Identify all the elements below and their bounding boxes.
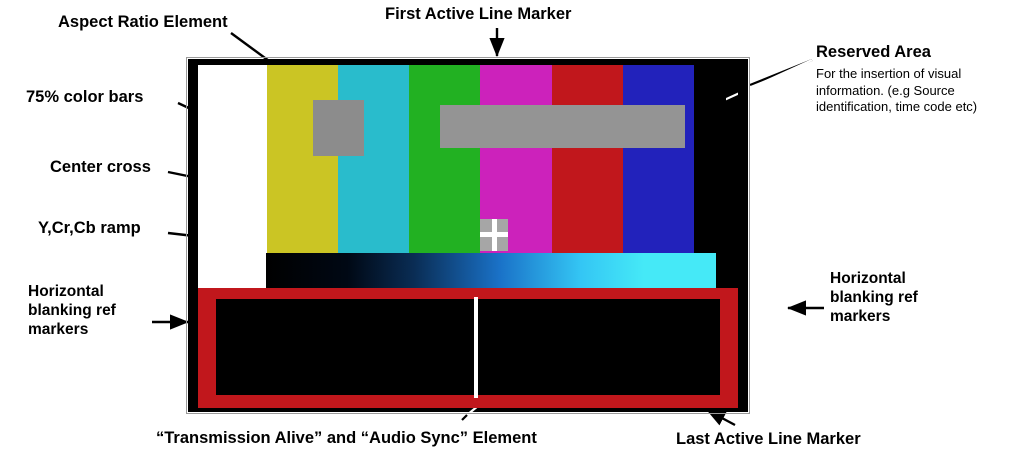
label-reserved-area-title: Reserved Area (816, 43, 931, 61)
leader-transmission-alive-stem (461, 414, 468, 421)
color-bar-black (694, 65, 726, 253)
leader-reserved-area-outer (749, 58, 813, 87)
label-reserved-area-body: For the insertion of visual information.… (816, 66, 978, 115)
transmission-alive-audio-sync-element (474, 297, 478, 398)
white-bar-extension (198, 253, 266, 288)
label-center-cross: Center cross (50, 158, 151, 176)
label-75-percent-color-bars: 75% color bars (26, 88, 144, 106)
color-bars-group (198, 65, 726, 253)
label-horizontal-blanking-ref-markers-right: Horizontal blanking ref markers (830, 270, 918, 325)
label-first-active-line-marker: First Active Line Marker (385, 5, 572, 23)
horizontal-blanking-bar-left (188, 59, 198, 412)
pattern-screen (188, 59, 748, 412)
aspect-ratio-element (313, 100, 364, 156)
label-ycrcb-ramp: Y,Cr,Cb ramp (38, 219, 141, 237)
leader-last-active-line (706, 408, 736, 427)
color-bar-blue (622, 65, 695, 253)
color-bar-yellow (266, 65, 338, 253)
label-transmission-alive-audio-sync: “Transmission Alive” and “Audio Sync” El… (156, 429, 537, 447)
label-horizontal-blanking-ref-markers-left: Horizontal blanking ref markers (28, 283, 116, 338)
label-last-active-line-marker: Last Active Line Marker (676, 430, 861, 448)
horizontal-blanking-bar-right (738, 59, 748, 412)
ycrcb-ramp (266, 253, 716, 288)
color-bar-white (198, 65, 267, 253)
test-pattern (188, 59, 748, 412)
horizontal-blanking-ref-marker-box (198, 288, 738, 408)
blanking-box-interior (216, 299, 720, 395)
color-bar-cyan (337, 65, 410, 253)
color-bar-green (409, 65, 481, 253)
reserved-area-element (440, 105, 685, 148)
center-cross-horizontal (480, 232, 508, 237)
center-cross-element (480, 219, 508, 251)
color-bar-red (551, 65, 623, 253)
label-aspect-ratio-element: Aspect Ratio Element (58, 13, 228, 31)
